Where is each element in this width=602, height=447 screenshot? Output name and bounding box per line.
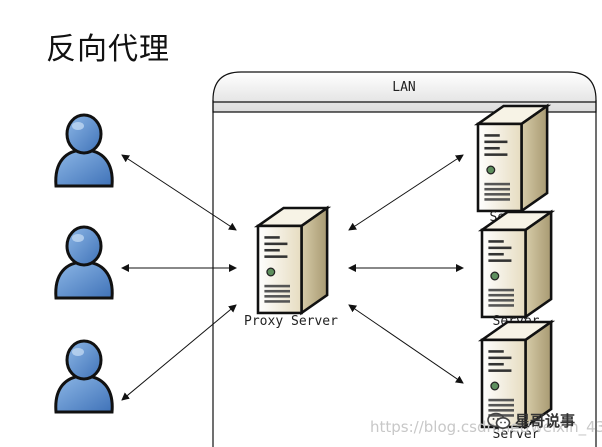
arrow-user1-proxy — [121, 154, 237, 231]
arrow-proxy-server3 — [348, 304, 464, 384]
proxy-server-icon — [256, 206, 329, 315]
page-title: 反向代理 — [46, 32, 170, 67]
wechat-icon — [487, 412, 511, 429]
arrow-user3-proxy — [121, 304, 237, 401]
lan-label: LAN — [392, 80, 415, 95]
watermark-url: https://blog.csdn.net/weixin_439... — [370, 418, 602, 436]
proxy-server-label: Proxy Server — [244, 314, 338, 329]
backend-server-icon — [476, 104, 549, 213]
client-user-icon — [54, 339, 114, 414]
watermark-brand: 星哥说事 — [487, 410, 575, 431]
arrow-proxy-server1 — [348, 154, 464, 231]
watermark-brand-text: 星哥说事 — [515, 412, 576, 430]
lan-container: LAN — [212, 71, 597, 447]
client-user-icon — [54, 113, 114, 188]
backend-server-icon — [480, 210, 553, 319]
client-user-icon — [54, 225, 114, 300]
server-label: Server — [493, 427, 540, 442]
